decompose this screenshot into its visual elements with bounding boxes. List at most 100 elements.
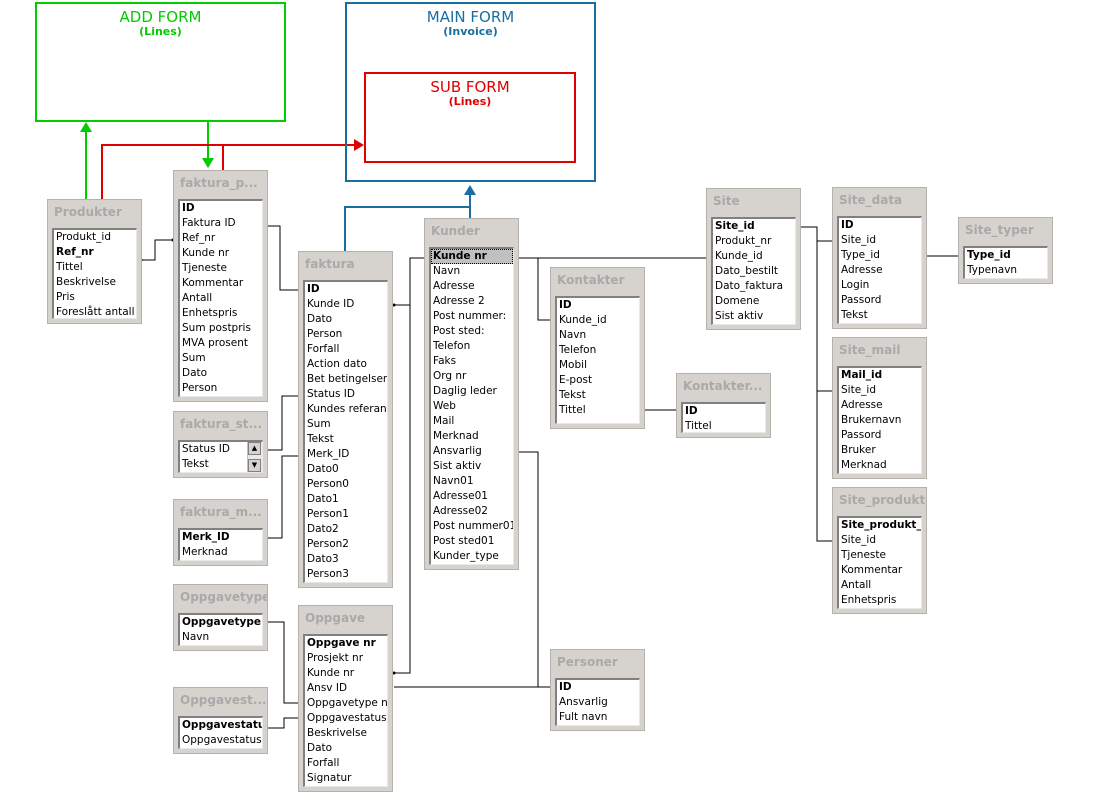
field-list[interactable]: Site_produkt_idSite_idTjenesteKommentarA… <box>837 516 922 609</box>
field-item[interactable]: Site_produkt_id <box>841 519 922 531</box>
field-item[interactable]: Dato3 <box>307 553 339 565</box>
field-item[interactable]: Kunde ID <box>307 298 355 310</box>
field-item[interactable]: Bruker <box>841 444 876 456</box>
field-item[interactable]: Adresse <box>841 264 883 276</box>
field-item[interactable]: ID <box>559 299 572 311</box>
field-item[interactable]: Tekst <box>307 433 334 445</box>
field-item[interactable]: Adresse <box>841 399 883 411</box>
field-item[interactable]: Signatur <box>307 772 352 784</box>
field-item[interactable]: Kunder_type <box>433 550 499 562</box>
field-item[interactable]: Passord <box>841 429 882 441</box>
field-item[interactable]: ID <box>685 405 698 417</box>
table-title[interactable]: Site_typer <box>965 223 1034 237</box>
field-item[interactable]: Sum <box>182 352 206 364</box>
field-item[interactable]: Tekst <box>182 458 209 470</box>
field-item[interactable]: Oppgavetype nr <box>307 697 388 709</box>
field-item[interactable]: Post nummer: <box>433 310 507 322</box>
field-item[interactable]: Adresse <box>433 280 475 292</box>
field-item[interactable]: Foreslått antall <box>56 306 135 318</box>
table-title[interactable]: Site_mail <box>839 343 901 357</box>
field-item[interactable]: Tekst <box>841 309 868 321</box>
field-item[interactable]: Merk_ID <box>182 531 230 543</box>
field-item[interactable]: Domene <box>715 295 760 307</box>
field-item[interactable]: Adresse01 <box>433 490 488 502</box>
field-item[interactable]: Antall <box>182 292 213 304</box>
field-item[interactable]: Adresse 2 <box>433 295 485 307</box>
field-item[interactable]: Navn <box>559 329 587 341</box>
field-item[interactable]: Ref_nr <box>182 232 216 244</box>
field-item[interactable]: Dato <box>307 742 333 754</box>
field-item[interactable]: Forfall <box>307 757 340 769</box>
field-item[interactable]: Person <box>307 328 343 340</box>
field-item[interactable]: ID <box>559 681 572 693</box>
field-item[interactable]: Merknad <box>182 546 228 558</box>
field-list[interactable]: Merk_ID Merknad <box>178 528 263 561</box>
table-title[interactable]: Produkter <box>54 205 122 219</box>
field-item[interactable]: Post sted01 <box>433 535 495 547</box>
field-item[interactable]: Org nr <box>433 370 467 382</box>
field-item[interactable]: Status ID <box>182 443 230 455</box>
field-item[interactable]: Produkt_nr <box>715 235 772 247</box>
field-item[interactable]: Status ID <box>307 388 355 400</box>
scroll-down-icon[interactable]: ▼ <box>248 459 261 472</box>
field-item[interactable]: Dato <box>307 313 333 325</box>
field-item[interactable]: Oppgavetype nr <box>182 616 262 628</box>
table-title[interactable]: faktura_st... <box>180 417 263 431</box>
field-item[interactable]: Site_id <box>841 534 876 546</box>
field-item[interactable]: ID <box>841 219 854 231</box>
field-item[interactable]: Enhetspris <box>841 594 897 606</box>
field-item[interactable]: Kunde_id <box>559 314 607 326</box>
field-item[interactable]: Telefon <box>559 344 597 356</box>
field-item[interactable]: Merknad <box>841 459 887 471</box>
field-item[interactable]: Dato_bestilt <box>715 265 778 277</box>
field-item[interactable]: Mail <box>433 415 455 427</box>
field-list[interactable]: Oppgavestatus idOppgavestatus <box>178 716 263 749</box>
field-item[interactable]: Type_id <box>967 249 1011 261</box>
field-item[interactable]: Sum <box>307 418 331 430</box>
scroll-up-icon[interactable]: ▲ <box>248 442 261 455</box>
field-item[interactable]: Tittel <box>559 404 586 416</box>
field-item[interactable]: Site_id <box>841 234 876 246</box>
field-item[interactable]: Merknad <box>433 430 479 442</box>
field-item[interactable]: Kommentar <box>841 564 903 576</box>
field-item[interactable]: Enhetspris <box>182 307 238 319</box>
table-title[interactable]: Site <box>713 194 740 208</box>
field-item[interactable]: Produkt_id <box>56 231 112 243</box>
field-item[interactable]: MVA prosent <box>182 337 248 349</box>
field-item[interactable]: Beskrivelse <box>307 727 367 739</box>
scrollbar[interactable]: ▲▼ <box>247 442 262 472</box>
field-item[interactable]: ID <box>307 283 320 295</box>
field-item[interactable]: Tjeneste <box>841 549 886 561</box>
field-item[interactable]: Prosjekt nr <box>307 652 364 664</box>
table-title[interactable]: Oppgavetype <box>180 590 267 604</box>
table-title[interactable]: Kontakter... <box>683 379 763 393</box>
field-item[interactable]: Kunde_id <box>715 250 763 262</box>
field-item[interactable]: Daglig leder <box>433 385 497 397</box>
field-item[interactable]: Oppgavestatus <box>182 734 262 746</box>
field-item[interactable]: Beskrivelse <box>56 276 116 288</box>
field-item[interactable]: Action dato <box>307 358 367 370</box>
field-item[interactable]: Sum postpris <box>182 322 251 334</box>
field-item[interactable]: Telefon <box>433 340 471 352</box>
field-item[interactable]: Kunde nr <box>182 247 230 259</box>
table-title[interactable]: Oppgavest... <box>180 693 267 707</box>
